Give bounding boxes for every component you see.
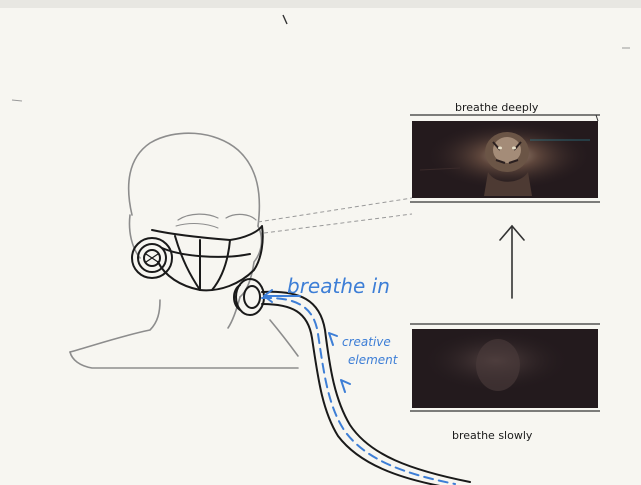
label-creative-line1: creative — [342, 335, 391, 349]
label-breathe-deeply: breathe deeply — [455, 101, 539, 114]
label-creative-line2: element — [348, 353, 399, 367]
blurred-tiger-image — [476, 339, 520, 391]
label-breathe-in: breathe in — [287, 274, 390, 298]
board-top-shadow — [0, 0, 641, 8]
screen-breathe-slowly — [410, 324, 600, 411]
label-breathe-slowly: breathe slowly — [452, 429, 533, 442]
screen-breathe-deeply — [410, 115, 600, 202]
